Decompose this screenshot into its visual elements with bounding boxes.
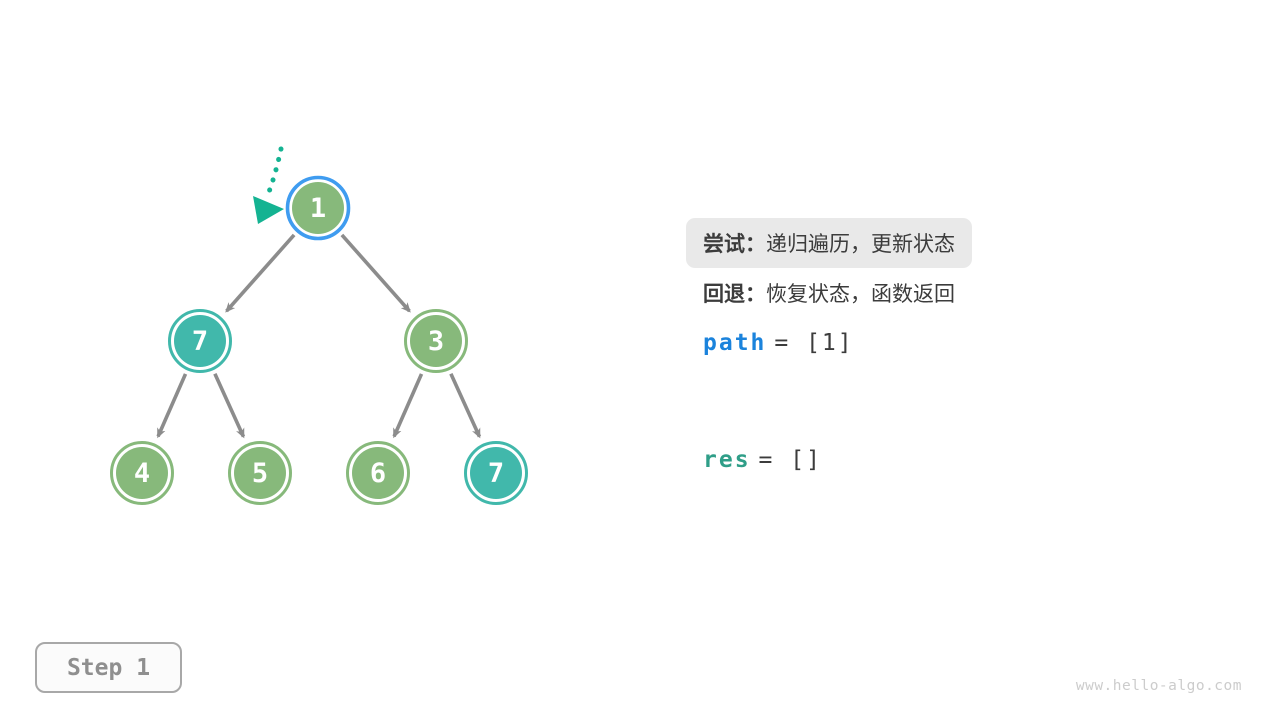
node-value-label: 7 — [192, 326, 208, 357]
node-circle — [352, 447, 404, 499]
res-variable-value: = [] — [758, 447, 822, 473]
tree-edge-n1-n7l — [225, 233, 296, 313]
node-circle — [116, 447, 168, 499]
highlight-ring — [285, 175, 351, 241]
tree-node-7: 7 — [464, 441, 528, 505]
node-ring — [346, 441, 410, 505]
node-circle — [410, 315, 462, 367]
pointer-arrowhead-icon — [253, 196, 284, 224]
tree-nodes: 1 7 3 4 5 6 7 — [110, 175, 528, 505]
tree-node-6: 6 — [346, 441, 410, 505]
tree-node-3: 3 — [404, 309, 468, 373]
res-variable-line: res = [] — [703, 447, 822, 473]
back-text: 恢复状态，函数返回 — [766, 283, 955, 306]
tree-edge-n7l-n5 — [213, 373, 246, 439]
state-panel: 尝试：递归遍历，更新状态 回退：恢复状态，函数返回 path = [1] res =… — [686, 218, 1106, 473]
node-value-label: 5 — [252, 458, 268, 489]
node-ring — [168, 309, 232, 373]
path-variable-line: path = [1] — [703, 330, 854, 356]
step-badge: Step 1 — [35, 642, 182, 693]
watermark: www.hello-algo.com — [1075, 678, 1242, 694]
node-ring — [110, 441, 174, 505]
try-line: 尝试：递归遍历，更新状态 — [686, 218, 972, 268]
node-circle — [234, 447, 286, 499]
back-line: 回退：恢复状态，函数返回 — [703, 278, 955, 308]
node-ring — [464, 441, 528, 505]
path-variable-name: path — [703, 330, 767, 356]
node-ring — [228, 441, 292, 505]
node-circle — [292, 182, 344, 234]
path-variable-value: = [1] — [774, 330, 854, 356]
node-value-label: 6 — [370, 458, 386, 489]
tree-edge-n7l-n4 — [156, 373, 188, 439]
current-node-pointer — [253, 146, 284, 224]
try-text: 递归遍历，更新状态 — [766, 233, 955, 256]
tree-node-5: 5 — [228, 441, 292, 505]
tree-node-1: 1 — [285, 175, 351, 241]
res-variable-name: res — [703, 447, 751, 473]
node-value-label: 1 — [310, 193, 326, 224]
tree-node-7: 7 — [168, 309, 232, 373]
pointer-dotted-path — [264, 146, 284, 200]
back-label: 回退： — [703, 283, 766, 306]
tree-edge-n3-n6 — [392, 373, 424, 439]
node-value-label: 4 — [134, 458, 150, 489]
try-label: 尝试： — [703, 233, 766, 256]
tree-edge-n3-n7r — [449, 373, 482, 439]
tree-edge-n1-n3 — [340, 233, 411, 313]
node-value-label: 3 — [428, 326, 444, 357]
tree-edges — [156, 233, 482, 439]
node-circle — [470, 447, 522, 499]
node-ring — [404, 309, 468, 373]
node-circle — [174, 315, 226, 367]
node-value-label: 7 — [488, 458, 504, 489]
tree-node-4: 4 — [110, 441, 174, 505]
